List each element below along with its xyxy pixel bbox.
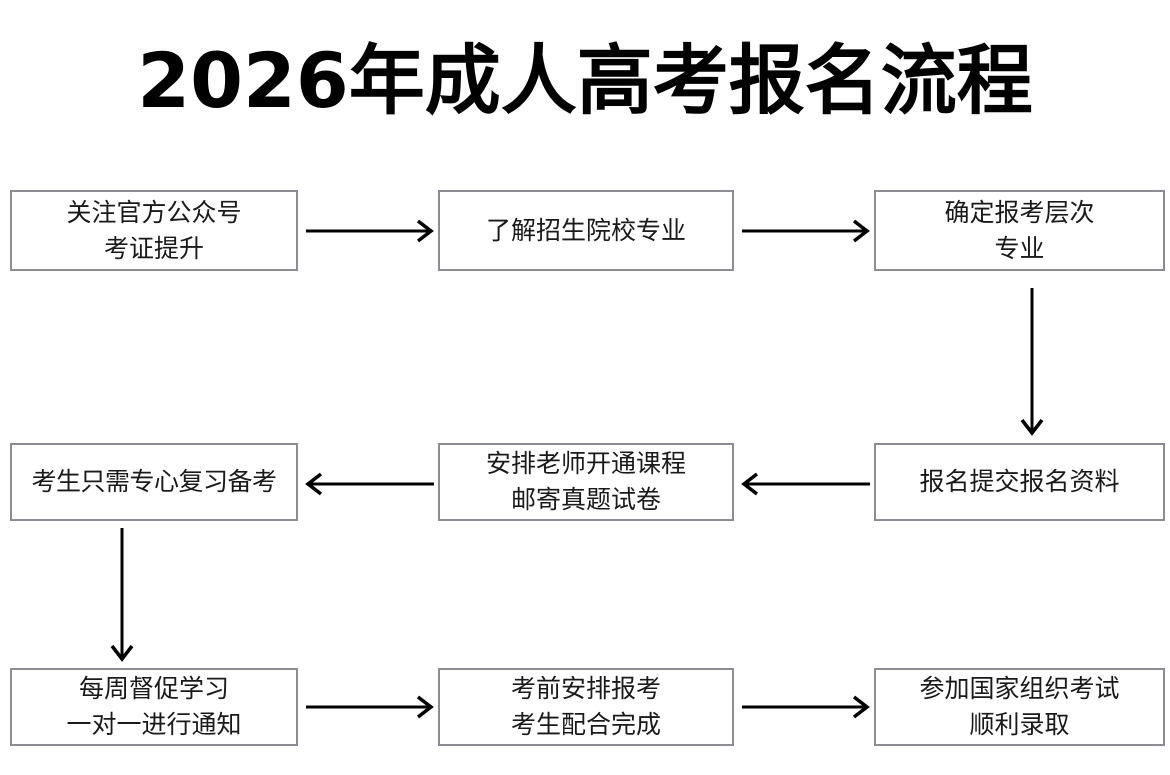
flow-node-3[interactable]: 确定报考层次 专业 — [874, 190, 1165, 271]
flow-node-5[interactable]: 安排老师开通课程 邮寄真题试卷 — [438, 443, 734, 521]
arrow-right-node2-to-node3 — [742, 216, 870, 246]
flow-node-2-line1: 了解招生院校专业 — [485, 215, 686, 245]
arrow-left-node4-to-node5 — [741, 469, 870, 499]
flow-node-7-line2: 一对一进行通知 — [66, 710, 242, 739]
flow-node-4[interactable]: 报名提交报名资料 — [874, 443, 1165, 521]
flow-node-2[interactable]: 了解招生院校专业 — [438, 190, 734, 271]
flow-node-7-line1: 每周督促学习 — [78, 674, 229, 703]
flow-node-8-line2: 考生配合完成 — [510, 710, 661, 739]
flow-node-3-line2: 专业 — [994, 233, 1045, 263]
flow-node-1[interactable]: 关注官方公众号 考证提升 — [10, 190, 298, 271]
flow-node-1-line2: 考证提升 — [103, 233, 204, 263]
arrow-left-node5-to-node6 — [305, 469, 434, 499]
flow-node-5-line1: 安排老师开通课程 — [485, 449, 686, 478]
flow-node-5-line2: 邮寄真题试卷 — [510, 485, 661, 514]
flow-node-8[interactable]: 考前安排报考 考生配合完成 — [438, 668, 734, 746]
arrow-right-node1-to-node2 — [306, 216, 434, 246]
flow-node-6-line1: 考生只需专心复习备考 — [31, 467, 277, 496]
arrow-right-node8-to-node9 — [742, 692, 870, 722]
flow-node-1-line1: 关注官方公众号 — [66, 197, 242, 227]
flow-node-6[interactable]: 考生只需专心复习备考 — [10, 443, 298, 521]
flow-node-9[interactable]: 参加国家组织考试 顺利录取 — [874, 668, 1165, 746]
arrow-right-node7-to-node8 — [306, 692, 434, 722]
arrow-down-node3-to-node4 — [1016, 288, 1048, 436]
flow-node-3-line1: 确定报考层次 — [944, 197, 1095, 227]
flow-node-8-line1: 考前安排报考 — [510, 674, 661, 703]
flow-node-9-line2: 顺利录取 — [969, 710, 1070, 739]
flow-node-4-line1: 报名提交报名资料 — [919, 467, 1120, 496]
flow-node-9-line1: 参加国家组织考试 — [919, 674, 1120, 703]
page-title: 2026年成人高考报名流程 — [137, 36, 1033, 125]
flow-node-7[interactable]: 每周督促学习 一对一进行通知 — [10, 668, 298, 746]
arrow-down-node6-to-node7 — [106, 528, 138, 662]
